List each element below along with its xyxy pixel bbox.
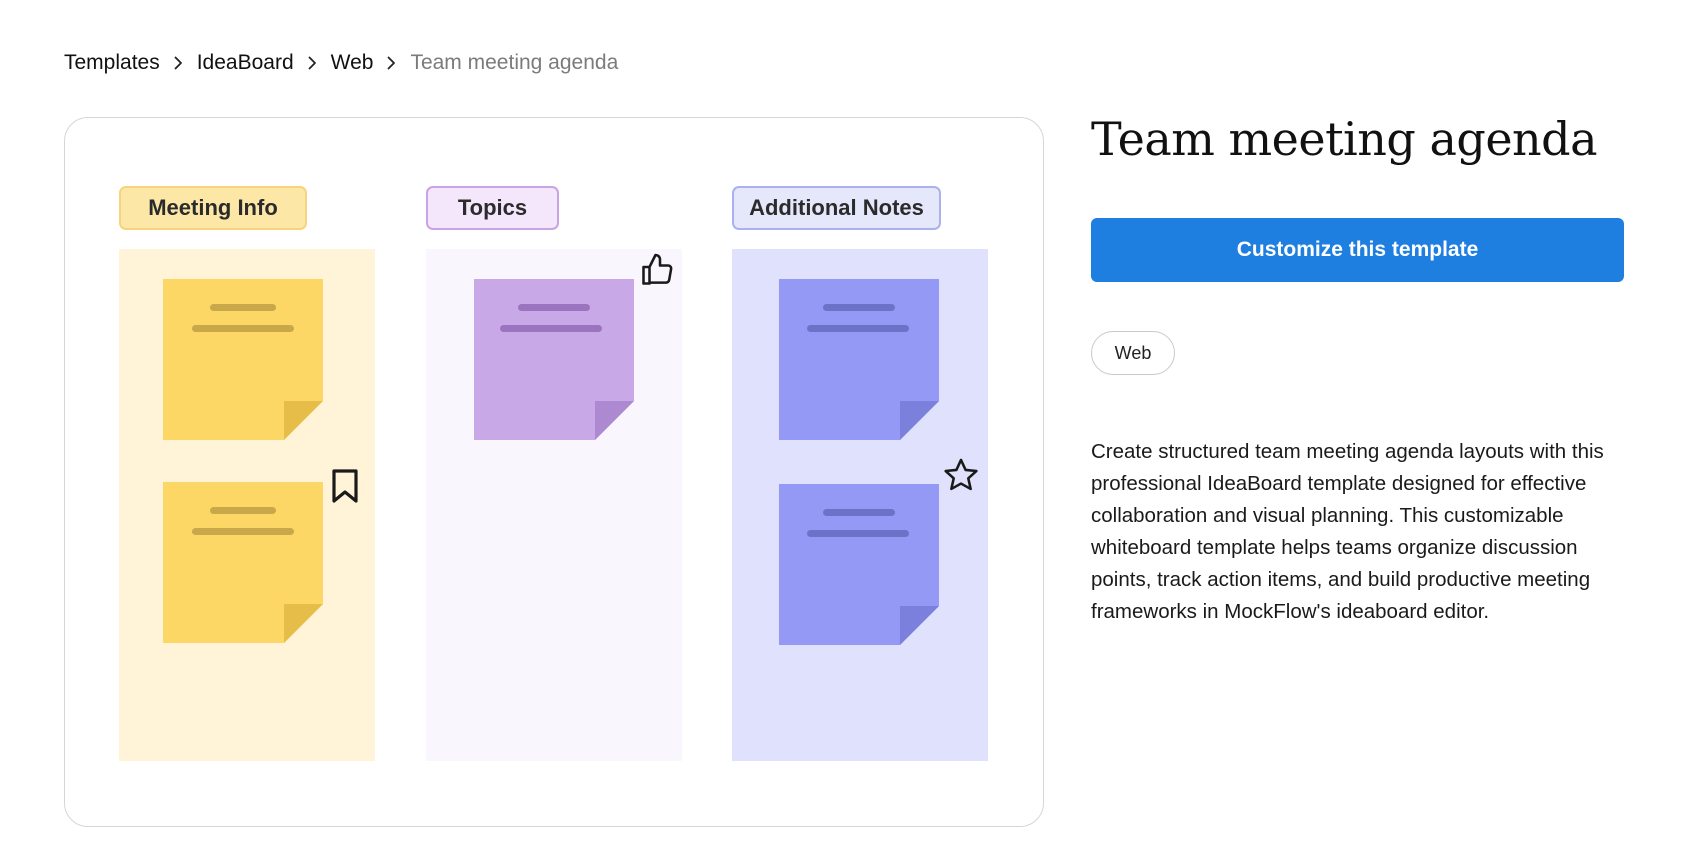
chevron-right-icon	[387, 56, 396, 70]
sticky-note	[163, 279, 323, 440]
column-label-topics: Topics	[426, 186, 559, 230]
breadcrumb-current: Team meeting agenda	[410, 51, 619, 74]
sticky-note	[474, 279, 634, 440]
customize-template-button[interactable]: Customize this template	[1091, 218, 1624, 282]
template-description: Create structured team meeting agenda la…	[1091, 440, 1604, 623]
sticky-note	[779, 279, 939, 440]
column-label-additional-notes: Additional Notes	[732, 186, 941, 230]
bookmark-icon	[329, 468, 361, 504]
breadcrumb-web[interactable]: Web	[330, 51, 374, 74]
sticky-note	[163, 482, 323, 643]
star-icon	[942, 456, 980, 494]
breadcrumb-templates[interactable]: Templates	[64, 51, 160, 74]
tag-chip-web[interactable]: Web	[1091, 331, 1175, 375]
thumbs-up-icon	[639, 252, 675, 288]
template-preview: Meeting Info Topics Additional Notes	[64, 117, 1044, 827]
chevron-right-icon	[308, 56, 317, 70]
sticky-note	[779, 484, 939, 645]
column-meeting-info	[119, 249, 375, 761]
chevron-right-icon	[174, 56, 183, 70]
column-topics	[426, 249, 682, 761]
column-label-meeting-info: Meeting Info	[119, 186, 307, 230]
page-title: Team meeting agenda	[1091, 112, 1598, 166]
breadcrumb: Templates IdeaBoard Web Team meeting age…	[64, 48, 618, 78]
column-additional-notes	[732, 249, 988, 761]
breadcrumb-ideaboard[interactable]: IdeaBoard	[196, 51, 294, 74]
ideaboard-illustration: Meeting Info Topics Additional Notes	[65, 118, 1043, 826]
